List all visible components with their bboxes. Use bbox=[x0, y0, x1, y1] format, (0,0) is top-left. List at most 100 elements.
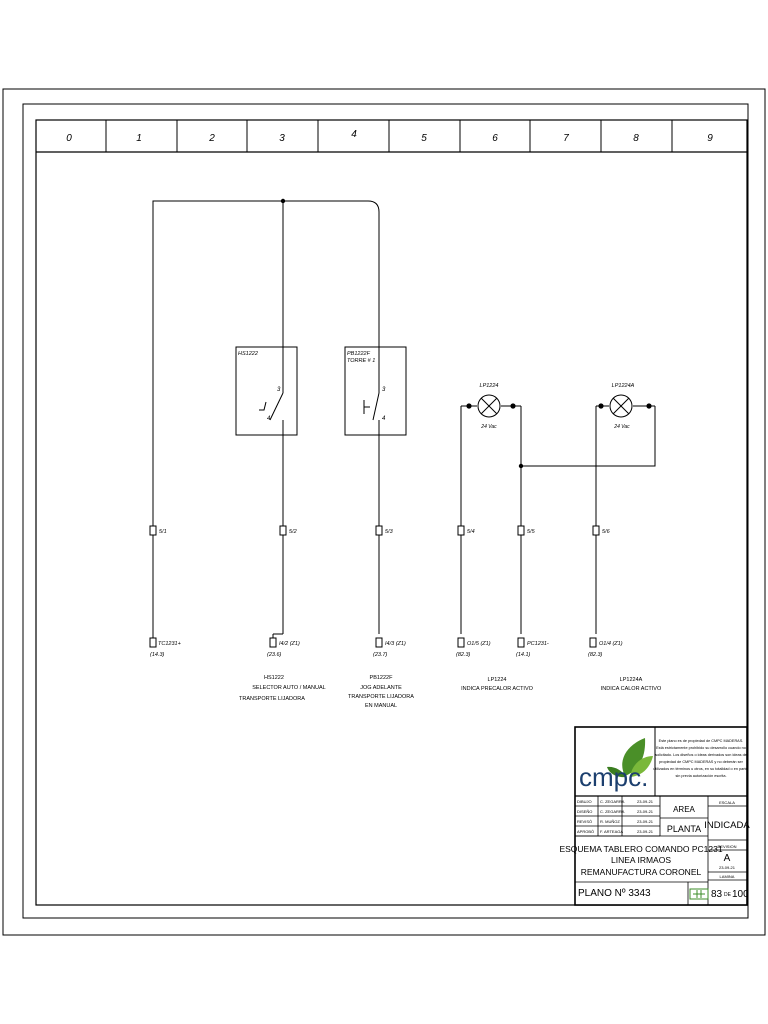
inner-frame bbox=[22, 103, 749, 919]
connection-box bbox=[375, 637, 383, 648]
ownership-notice: Este plano es de propiedad de CMPC MADER… bbox=[653, 739, 748, 778]
terminal-box bbox=[279, 525, 287, 536]
column-number: 6 bbox=[492, 133, 498, 144]
desc-pb1222f-line: EN MANUAL bbox=[365, 703, 397, 709]
column-dividers bbox=[105, 120, 673, 152]
sheet-total: 100 bbox=[732, 889, 749, 900]
junction-dot bbox=[646, 403, 652, 409]
lamina-label: LAMINA bbox=[720, 874, 735, 879]
terminal-label: 5/5 bbox=[527, 529, 536, 535]
connection-box bbox=[517, 637, 525, 648]
svg-text:23-09-21: 23-09-21 bbox=[637, 819, 654, 824]
outer-frame bbox=[2, 88, 766, 936]
pilot-lamp-lp1224a: LP1224A 24 Vac bbox=[609, 383, 635, 430]
pb1222f-box-tag: PB1222F bbox=[347, 351, 371, 357]
sheet-number: 83 bbox=[711, 889, 723, 900]
svg-text:DISEÑO: DISEÑO bbox=[577, 809, 592, 814]
svg-text:DIBUJO: DIBUJO bbox=[577, 799, 592, 804]
connection-label: PC1231- bbox=[527, 641, 549, 647]
column-number: 2 bbox=[208, 133, 215, 144]
svg-text:23-09-21: 23-09-21 bbox=[637, 809, 654, 814]
selector-switch-hs1222: HS1222 3 4 bbox=[235, 346, 298, 436]
terminal-box bbox=[375, 525, 383, 536]
svg-text:23-09-21: 23-09-21 bbox=[637, 799, 654, 804]
svg-text:sin previa autorización escrit: sin previa autorización escrita. bbox=[675, 774, 726, 778]
terminal-label: 5/6 bbox=[602, 529, 611, 535]
component-descriptions: HS1222 SELECTOR AUTO / MANUAL TRANSPORTE… bbox=[239, 675, 662, 709]
column-number: 1 bbox=[136, 133, 142, 144]
column-number: 5 bbox=[421, 133, 427, 144]
desc-pb1222f-line: JOG ADELANTE bbox=[360, 685, 402, 691]
svg-text:C. ZEGARRA: C. ZEGARRA bbox=[600, 799, 625, 804]
connection-label: TC1231+ bbox=[158, 641, 182, 647]
escala-value: INDICADA bbox=[704, 820, 750, 831]
svg-text:R. MUÑOZ: R. MUÑOZ bbox=[600, 819, 620, 824]
svg-text:F. ARTEAGA: F. ARTEAGA bbox=[600, 829, 623, 834]
svg-text:APROBÓ: APROBÓ bbox=[577, 829, 594, 834]
escala-label: ESCALA bbox=[719, 800, 735, 805]
svg-text:Este plano es de propiedad de: Este plano es de propiedad de CMPC MADER… bbox=[659, 739, 744, 743]
lamp-common-wire bbox=[521, 406, 656, 467]
junction-dot bbox=[510, 403, 516, 409]
terminal-box bbox=[517, 525, 525, 536]
stamp-icon bbox=[689, 888, 709, 900]
cmpc-logo: cmpc. bbox=[579, 738, 653, 792]
pb1222f-pin-top: 3 bbox=[382, 387, 386, 393]
svg-text:23-09-21: 23-09-21 bbox=[637, 829, 654, 834]
desc-lp1224-line: LP1224 bbox=[488, 677, 507, 683]
connection-label: O1/5 (Z1) bbox=[467, 641, 491, 647]
terminal-label: 5/4 bbox=[467, 529, 475, 535]
lower-leads bbox=[152, 633, 283, 638]
connection-ref: (23.7) bbox=[373, 652, 388, 658]
drawing-title-line: ESQUEMA TABLERO COMANDO PC1231 bbox=[559, 844, 722, 854]
svg-text:solicitado. Los diseños o idea: solicitado. Los diseños o ideas derivado… bbox=[655, 753, 747, 757]
signature-grid bbox=[575, 796, 747, 905]
top-bus-wire bbox=[152, 200, 380, 634]
terminal-label: 5/3 bbox=[385, 529, 394, 535]
column-number: 3 bbox=[279, 133, 285, 144]
terminal-box bbox=[149, 525, 157, 536]
pushbutton-pb1222f: PB1222F TORRE # 1 3 4 bbox=[344, 346, 407, 436]
leaf-icon bbox=[630, 756, 653, 777]
svg-text:utilizados en términos u otros: utilizados en términos u otros, en su to… bbox=[653, 767, 748, 771]
connection-ref: (82.3) bbox=[456, 652, 471, 658]
desc-lp1224-line: INDICA PRECALOR ACTIVO bbox=[461, 686, 534, 692]
connection-box bbox=[149, 637, 157, 648]
column-number: 9 bbox=[707, 133, 713, 144]
junction-dot bbox=[466, 403, 472, 409]
drawing-title-line: REMANUFACTURA CORONEL bbox=[581, 867, 702, 877]
sheet-de: DE bbox=[724, 892, 732, 898]
svg-text:REVISÓ: REVISÓ bbox=[577, 819, 592, 824]
column-number: 7 bbox=[563, 133, 569, 144]
plano-number: PLANO Nº 3343 bbox=[578, 888, 651, 899]
revision-date: 23-09-21 bbox=[719, 865, 736, 870]
terminal-label: 5/2 bbox=[289, 529, 297, 535]
revision-label: REVISION bbox=[717, 844, 736, 849]
column-number: 4 bbox=[351, 129, 357, 140]
desc-pb1222f-line: TRANSPORTE LIJADORA bbox=[348, 694, 414, 700]
hs1222-box-tag: HS1222 bbox=[238, 351, 258, 357]
desc-lp1224a-line: INDICA CALOR ACTIVO bbox=[601, 686, 662, 692]
column-numbers: 0 1 2 3 4 5 6 7 8 9 bbox=[66, 129, 713, 144]
hs1222-pin-bottom: 4 bbox=[267, 416, 271, 422]
connection-ref: (14.1) bbox=[516, 652, 531, 658]
connection-box bbox=[589, 637, 597, 648]
desc-pb1222f-line: PB1222F bbox=[370, 675, 394, 681]
pb1222f-box-sub: TORRE # 1 bbox=[347, 358, 375, 364]
column-number: 8 bbox=[633, 133, 639, 144]
terminal-blocks: 5/1 5/2 5/3 5/4 5/5 5/6 bbox=[149, 525, 611, 536]
leaf-icon bbox=[622, 738, 646, 776]
junction-dot bbox=[598, 403, 604, 409]
connection-box bbox=[269, 637, 277, 648]
connection-ref: (82.3) bbox=[588, 652, 603, 658]
lp1224-tag: LP1224 bbox=[480, 383, 499, 389]
title-block: cmpc. Este plano es de propiedad de CMPC… bbox=[559, 726, 750, 906]
lp1224-volt: 24 Vac bbox=[480, 424, 497, 430]
connection-ref: (23.6) bbox=[267, 652, 282, 658]
drawing-frame bbox=[35, 119, 748, 906]
desc-hs1222-line: TRANSPORTE LIJADORA bbox=[239, 696, 305, 702]
svg-text:propiedad de CMPC MADERAS y no: propiedad de CMPC MADERAS y no deberán s… bbox=[659, 760, 744, 764]
area-label: AREA bbox=[673, 805, 695, 814]
svg-text:Está estrictamente prohibido s: Está estrictamente prohibido su desarrol… bbox=[656, 746, 746, 750]
